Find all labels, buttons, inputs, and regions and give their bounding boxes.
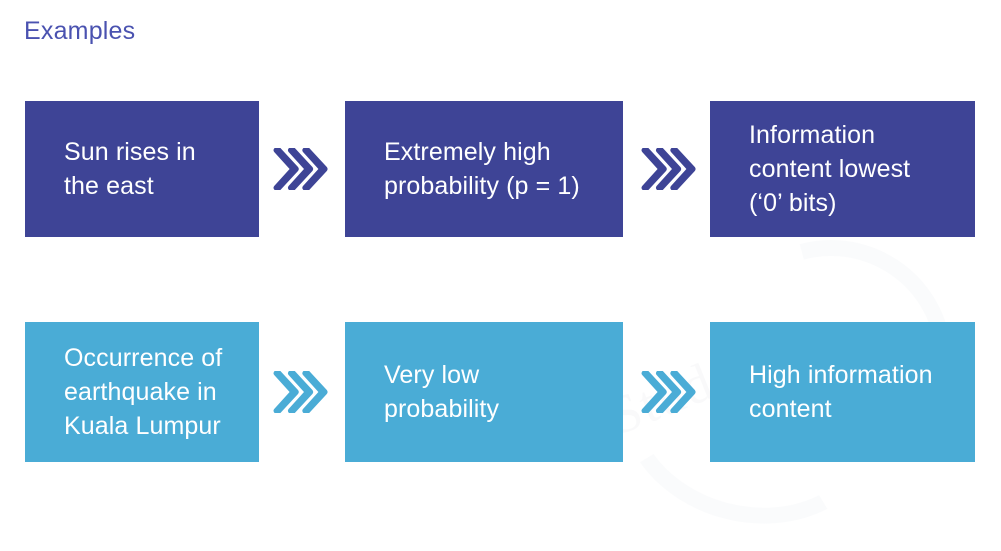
flow-box-label: High information content (749, 360, 933, 423)
triple-chevron-right-icon (272, 368, 330, 416)
flow-box-event-sun-rises[interactable]: Sun rises in the east (25, 101, 259, 237)
page-title: Examples (24, 17, 136, 45)
flow-box-probability-very-low[interactable]: Very low probability (345, 322, 623, 462)
flow-box-event-earthquake[interactable]: Occurrence of earthquake in Kuala Lumpur (25, 322, 259, 462)
triple-chevron-right-icon (272, 145, 330, 193)
flow-box-information-content-lowest[interactable]: Information content lowest (‘0’ bits) (710, 101, 975, 237)
flow-box-label: Very low probability (384, 360, 500, 423)
flow-box-label: Extremely high probability (p = 1) (384, 137, 580, 200)
triple-chevron-right-icon (640, 145, 698, 193)
flow-row-examples-rare: Occurrence of earthquake in Kuala Lumpur… (0, 322, 1001, 462)
triple-chevron-right-icon (640, 368, 698, 416)
flow-box-probability-extremely-high[interactable]: Extremely high probability (p = 1) (345, 101, 623, 237)
flow-row-examples-certain: Sun rises in the east Extremely high pro… (0, 101, 1001, 237)
flow-box-label: Information content lowest (‘0’ bits) (749, 120, 911, 218)
flow-box-label: Occurrence of earthquake in Kuala Lumpur (64, 343, 223, 441)
flow-box-high-information-content[interactable]: High information content (710, 322, 975, 462)
flow-box-label: Sun rises in the east (64, 137, 196, 200)
